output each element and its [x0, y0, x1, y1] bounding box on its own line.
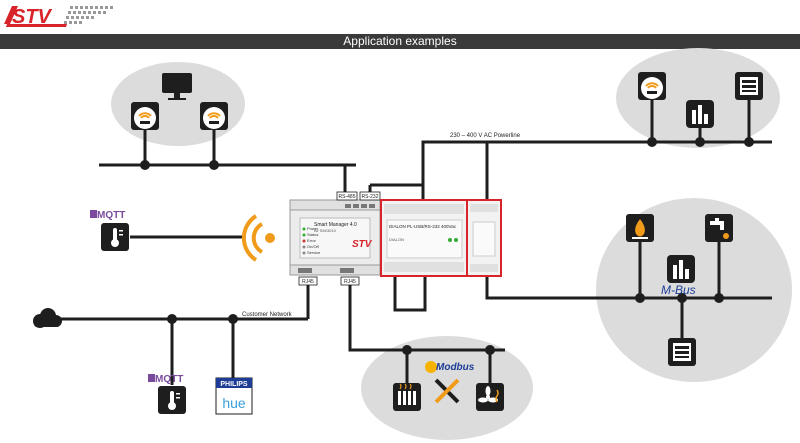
led-label: Status [307, 232, 318, 237]
device-brand: STV [352, 239, 373, 250]
dialon-module: DIALON PL-USB/RS-232 400Vac DIALON [380, 199, 468, 277]
powerline-label: 230 – 400 V AC Powerline [450, 133, 521, 139]
led-label: On/Off [307, 244, 320, 249]
led-label: Power [307, 226, 319, 231]
brand-name: STV [12, 6, 53, 28]
mqtt-label: MQTT [97, 210, 125, 221]
mbus-label: M-Bus [661, 283, 696, 297]
rj45-label: RJ45 [344, 279, 356, 285]
group-bg-right [596, 198, 792, 382]
philips-hue-logo: PHILIPS hue [215, 377, 253, 415]
bar-chart-icon [667, 255, 695, 283]
power-module [466, 199, 502, 277]
smart-meter-icon [131, 102, 159, 130]
thermometer-icon [158, 386, 186, 414]
mqtt-logo: MQTT [90, 210, 125, 221]
led-label: Service [307, 250, 321, 255]
group-bg-bottom [361, 336, 533, 440]
electricity-meter-icon [668, 338, 696, 366]
rs485-label: RS-485 [339, 194, 356, 200]
stv-logo: STV [4, 6, 113, 28]
bar-chart-icon [686, 100, 714, 128]
modbus-label: Modbus [436, 362, 475, 373]
radiator-icon [393, 383, 421, 411]
mqtt-logo: MQTT [148, 374, 183, 385]
hue-label: hue [222, 395, 246, 411]
stv-logo-mark: STV [4, 6, 113, 28]
thermometer-icon [101, 223, 129, 251]
device-leds [302, 227, 306, 255]
cloud-icon [33, 308, 62, 328]
gas-flame-icon [626, 214, 654, 242]
module-title: DIALON PL-USB/RS-232 400Vac [389, 224, 457, 229]
monitor-icon [162, 73, 192, 100]
device-sub: for SM/3010 [314, 228, 337, 233]
junctions [140, 137, 754, 355]
rj45-label: RJ45 [302, 279, 314, 285]
customer-network-label: Customer Network [242, 312, 293, 318]
rs232-label: RS-232 [362, 194, 379, 200]
device-ports [298, 204, 375, 273]
tools-icon [434, 378, 460, 404]
title-bar: Application examples [0, 34, 800, 49]
mqtt-label: MQTT [155, 374, 183, 385]
led-label: Error [307, 238, 317, 243]
water-tap-icon [705, 214, 733, 242]
smart-meter-icon [200, 102, 228, 130]
smart-manager-device: Smart Manager 4.0 for SM/3010 STV [289, 199, 381, 276]
module-sub: DIALON [389, 237, 404, 242]
wifi-signal-icon [241, 214, 275, 262]
modbus-logo: Modbus [425, 361, 475, 373]
device-name: Smart Manager 4.0 [314, 222, 357, 228]
fan-icon [476, 383, 504, 411]
smart-meter-icon [638, 72, 666, 100]
philips-label: PHILIPS [220, 381, 248, 388]
electricity-meter-icon [735, 72, 763, 100]
page-title: Application examples [343, 34, 457, 48]
